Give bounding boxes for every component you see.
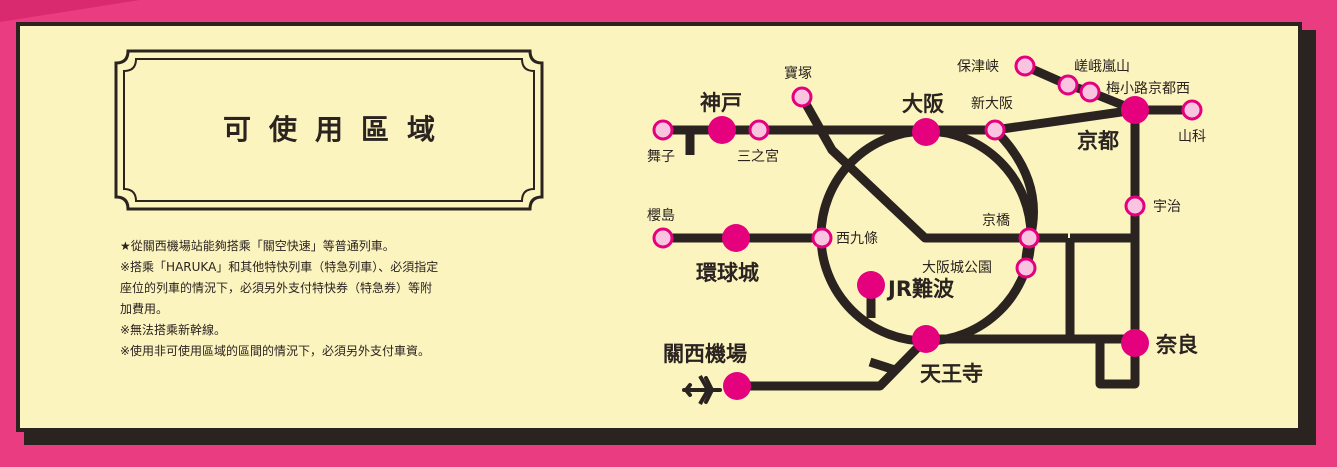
label-shin-osaka: 新大阪 [971,96,1013,112]
label-sakurajima: 櫻島 [647,207,675,224]
station-jr-namba[interactable] [857,271,885,299]
station-yamashina[interactable] [1181,99,1203,121]
station-kansai-airport[interactable] [723,372,751,400]
note-line: ※無法搭乘新幹線。 [120,323,227,337]
takarazuka-line [798,94,1068,243]
label-osakajokoen: 大阪城公園 [922,260,992,276]
label-osaka: 大阪 [902,92,945,116]
label-tennoji: 天王寺 [920,362,983,386]
note-line: 座位的列車的情況下，必須另外支付特快券（特急券）等附 [120,281,433,295]
label-nara: 奈良 [1155,333,1198,357]
label-kobe: 神戸 [700,91,742,115]
label-kansai-airport: 關西機場 [663,342,747,366]
station-uji[interactable] [1124,195,1146,217]
title-frame-border [114,49,544,211]
nara-loop [1095,339,1140,389]
hanwa-stub [868,357,897,375]
label-jr-namba: JR難波 [886,277,955,301]
minor-stations [652,55,1203,279]
station-kobe[interactable] [708,116,736,144]
label-maiko: 舞子 [647,149,675,165]
station-saga-arashiyama[interactable] [1057,74,1079,96]
note-line: ★從關西機場站能夠搭乘「關空快速」等普通列車。 [120,239,395,253]
station-nishikujo[interactable] [811,227,833,249]
label-umekoji: 梅小路京都西 [1106,81,1190,97]
label-sannomiya: 三之宮 [737,149,779,165]
station-hozukyo[interactable] [1014,55,1036,77]
title-frame: 可使用區域 [110,45,548,215]
station-universal[interactable] [722,224,750,252]
label-hozukyo: 保津峡 [957,59,999,75]
station-nara[interactable] [1121,329,1149,357]
station-sakurajima[interactable] [652,227,674,249]
airplane-icon [682,375,722,405]
station-sannomiya[interactable] [748,119,770,141]
station-umekoji[interactable] [1079,81,1101,103]
note-line: 加費用。 [120,302,169,316]
station-shin-osaka[interactable] [984,119,1006,141]
label-kyobashi: 京橋 [982,213,1010,229]
note-line: ※搭乘「HARUKA」和其他特快列車（特急列車）、必須指定 [120,260,439,274]
major-labels: 神戸 大阪 京都 環球城 JR難波 奈良 關西機場 天王寺 [663,91,1198,386]
kyoto-line [994,105,1136,135]
label-yamashina: 山科 [1178,129,1206,145]
station-tennoji[interactable] [912,325,940,353]
label-nishikujo: 西九條 [836,231,878,247]
station-takarazuka[interactable] [791,86,813,108]
label-saga-arashiyama: 嵯峨嵐山 [1074,59,1130,75]
station-kyoto[interactable] [1121,96,1149,124]
label-uji: 宇治 [1153,199,1181,215]
station-osakajokoen[interactable] [1015,257,1037,279]
note-line: ※使用非可使用區域的區間的情況下，必須另外支付車資。 [120,344,431,358]
airport-line [737,335,930,391]
major-stations [708,96,1149,400]
page-title: 可使用區域 [222,113,453,146]
station-osaka[interactable] [912,118,940,146]
minor-labels: 舞子 三之宮 寶塚 新大阪 保津峡 嵯峨嵐山 梅小路京都西 山科 宇治 櫻島 西… [647,59,1206,276]
sagano-line [1023,61,1137,115]
station-maiko[interactable] [652,119,674,141]
station-kyobashi[interactable] [1018,227,1040,249]
label-universal: 環球城 [696,261,759,285]
label-kyoto: 京都 [1077,129,1119,153]
label-takarazuka: 寶塚 [784,66,812,82]
notes: ★從關西機場站能夠搭乘「關空快速」等普通列車。 ※搭乘「HARUKA」和其他特快… [120,236,550,362]
